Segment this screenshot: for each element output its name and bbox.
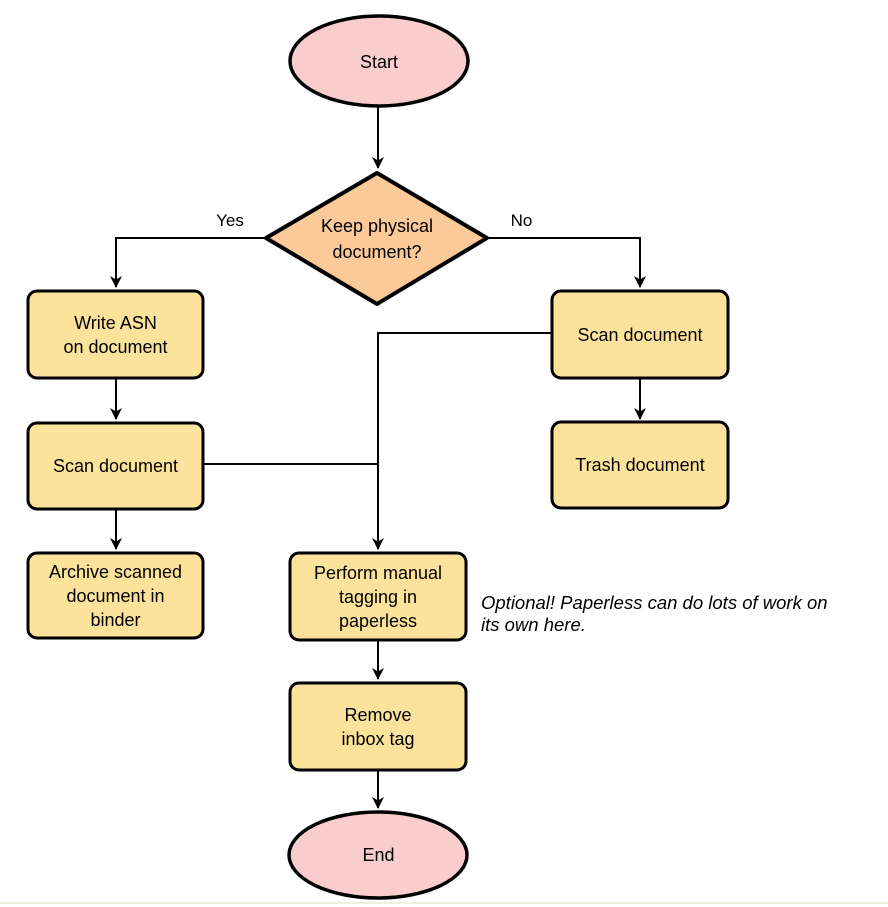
scan-document-right-box-shape	[550, 289, 730, 380]
decision-diamond-shape	[264, 171, 489, 306]
start-terminator-shape	[288, 14, 470, 108]
scan-document-left-box-shape	[26, 421, 205, 511]
remove-inbox-box-shape	[288, 681, 468, 772]
end-terminator-shape	[287, 810, 469, 900]
optional-annotation: Optional! Paperless can do lots of work …	[481, 592, 828, 635]
trash-document-box-shape	[550, 420, 730, 510]
manual-tagging-box-shape	[288, 551, 468, 642]
edges-group	[110, 107, 646, 809]
bottom-edge-divider	[0, 902, 888, 904]
edge-decision-no-to-scan-right	[487, 237, 646, 288]
write-asn-box-shape	[26, 289, 205, 380]
archive-box-shape	[26, 551, 205, 640]
edge-decision-yes-to-write-asn	[110, 237, 265, 288]
edge-scan-right-to-tagging	[372, 332, 552, 550]
